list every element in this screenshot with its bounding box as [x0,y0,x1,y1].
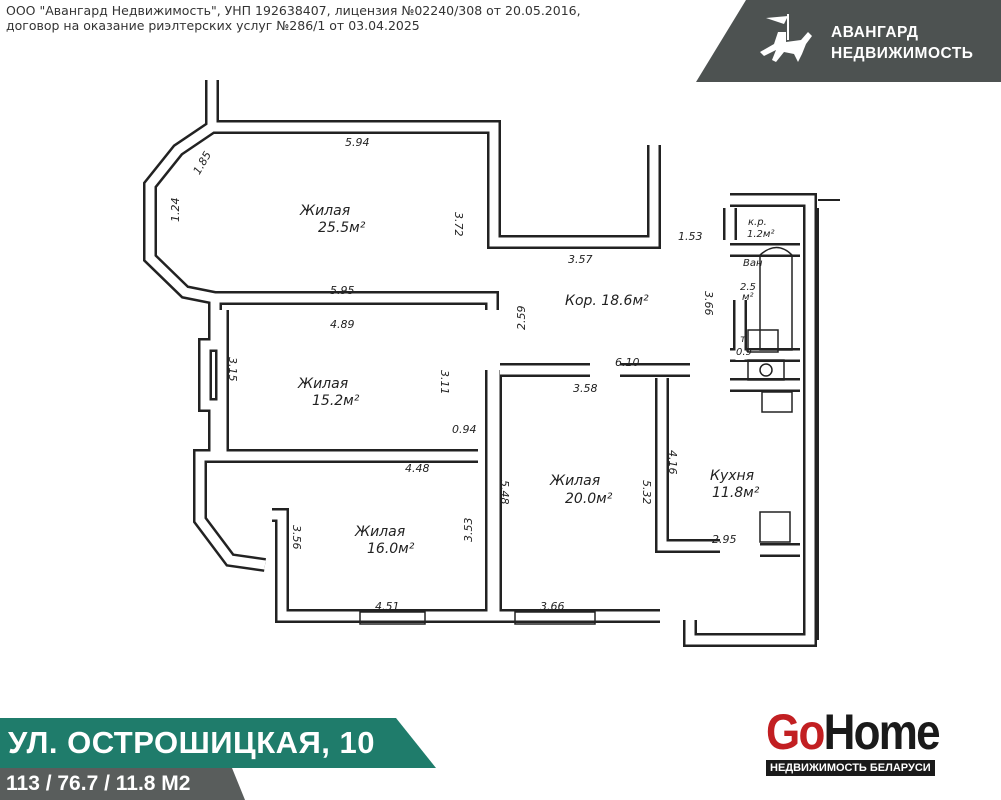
gohome-go: Go [766,704,825,760]
dimension-label: 5.32 [640,480,653,505]
room-name: Жилая [299,203,350,219]
brand-line-2: НЕДВИЖИМОСТЬ [831,45,974,62]
dimension-label: 5.95 [330,284,355,297]
dimension-label: 4.48 [405,462,430,475]
bath-label: Ван [743,258,763,269]
dimension-label: 5.94 [345,136,370,149]
bath-labels: к.р. 1.2м² Ван 2.5 м² т 0.9 [736,217,774,358]
dimension-label: 2.95 [712,533,737,546]
kitchen-sink-icon [761,391,793,413]
dimension-label: 3.11 [438,370,451,395]
toilet-label: т [740,334,747,345]
dimension-label: 3.66 [540,600,565,613]
window-icon [359,611,426,625]
dimension-label: 3.56 [290,525,303,550]
dimensions: 5.94 1.85 1.24 3.72 5.95 2.59 3.57 1.53 … [169,136,737,613]
knight-logo-icon [760,14,812,62]
corridor-label: Кор. 18.6м² [565,293,649,309]
gohome-home: Home [823,704,941,760]
address-banner: УЛ. ОСТРОШИЦКАЯ, 10 [0,718,436,768]
dimension-label: 5.48 [498,480,511,505]
room-area: 20.0м² [565,491,613,507]
dimension-label: 2.59 [515,306,528,331]
walls [143,80,840,647]
legal-line-1: ООО "Авангард Недвижимость", УНП 1926384… [6,3,581,18]
room-labels: Жилая 25.5м² Жилая 15.2м² Жилая 16.0м² Ж… [297,203,760,557]
address: УЛ. ОСТРОШИЦКАЯ, 10 [8,725,375,760]
areas-text: 113 / 76.7 / 11.8 М2 [6,772,191,795]
sink-icon [747,329,779,353]
dimension-label: 6.10 [615,356,640,369]
gohome-logo: GoHome НЕДВИЖИМОСТЬ БЕЛАРУСИ [766,707,962,776]
avangard-logo-banner: АВАНГАРД НЕДВИЖИМОСТЬ [696,0,1001,82]
toilet-area: 0.9 [736,347,752,358]
dimension-label: 3.72 [452,212,465,237]
room-name: Жилая [549,473,600,489]
dimension-label: 4.89 [330,318,355,331]
dimension-label: 4.16 [666,450,679,475]
dimension-label: 3.53 [462,518,475,543]
dimension-label: 0.94 [452,423,477,436]
dimension-label: 4.51 [375,600,400,613]
window-icon [514,611,596,625]
closet-label: к.р. [748,217,767,228]
legal-line-2: договор на оказание риэлтерских услуг №2… [6,18,420,33]
bath-area: 2.5 [740,282,756,293]
agency-legal-info: ООО "Авангард Недвижимость", УНП 1926384… [6,3,581,33]
room-name: Кухня [710,468,754,484]
areas-banner: 113 / 76.7 / 11.8 М2 [0,768,245,800]
toilet-icon [747,359,785,381]
dimension-label: 3.15 [226,357,239,382]
stove-icon [759,511,791,543]
room-name: Жилая [297,376,348,392]
dimension-label: 3.58 [573,382,598,395]
room-name: Жилая [354,524,405,540]
closet-area: 1.2м² [747,229,774,240]
dimension-label: 1.24 [169,198,182,223]
room-area: 15.2м² [312,393,360,409]
room-area: 25.5м² [318,220,366,236]
dimension-label: 3.57 [568,253,593,266]
dimension-label: 3.66 [702,291,715,316]
dimension-label: 1.85 [191,149,215,177]
bath-unit: м² [742,292,754,303]
room-area: 16.0м² [367,541,415,557]
dimension-label: 1.53 [678,230,703,243]
room-area: 11.8м² [712,485,760,501]
gohome-subtitle: НЕДВИЖИМОСТЬ БЕЛАРУСИ [766,760,935,776]
brand-line-1: АВАНГАРД [831,24,919,41]
bathtub-icon [759,246,793,351]
